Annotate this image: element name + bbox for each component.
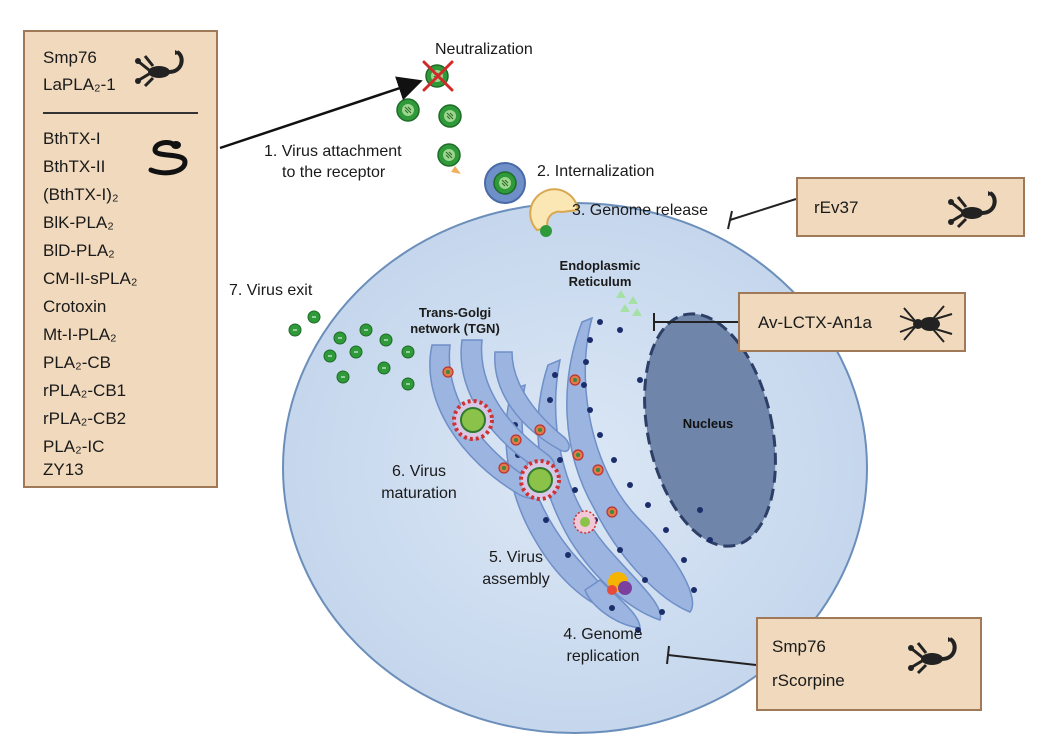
tgn-label-line1: Trans-Golgi [418,305,492,320]
toxin-label: Mt-I-PLA₂ [43,325,117,344]
toxin-label: Smp76 [772,637,826,656]
toxin-label: BlD-PLA₂ [43,241,115,260]
maturation-label-line2: maturation [381,485,457,502]
toxin-label: LaPLA₂-1 [43,75,116,94]
snake-icon [145,136,193,181]
toxin-label: rScorpine [772,671,845,690]
toxin-label: PLA₂-CB [43,353,112,372]
toxin-label: (BthTX-I)₂ [43,185,119,204]
replication-complex [607,572,632,595]
replication-inhibitor-box: Smp76 rScorpine [756,617,982,711]
extracellular-virions [396,64,462,174]
scorpion-icon [948,187,1008,234]
toxin-label: rPLA₂-CB1 [43,381,127,400]
spider-icon [896,304,956,349]
toxin-label: CM-II-sPLA₂ [43,269,138,288]
toxin-label: rPLA₂-CB2 [43,409,127,428]
attachment-label-line2: to the receptor [282,164,386,181]
tgn-label-line2: network (TGN) [410,321,500,336]
er-inhibitor-box: Av-LCTX-An1a [738,292,966,352]
nucleus [643,312,777,548]
assembly-label-line1: 5. Virus [489,549,543,566]
assembly-label-line2: assembly [482,571,550,588]
er-label-line2: Reticulum [568,274,632,289]
scorpion-icon [135,46,195,93]
toxin-label: BlK-PLA₂ [43,213,114,232]
toxin-label: Smp76 [43,48,97,67]
neutralizing-toxins-box: Smp76 LaPLA₂-1 BthTX-I BthTX-II (BthTX-I… [23,30,218,488]
uncoating-vesicle [529,188,580,237]
er-released-particles [616,290,642,316]
endosome [484,162,526,204]
replication-label-line2: replication [566,648,640,665]
internalization-label: 2. Internalization [537,163,655,180]
toxin-label: BthTX-II [43,157,106,176]
toxin-label: rEv37 [814,198,859,217]
toxin-label: Av-LCTX-An1a [758,313,873,332]
toxin-label: Crotoxin [43,297,107,316]
toxin-label: ZY13 [43,460,84,479]
er-label-line1: Endoplasmic [559,258,641,273]
toxin-label: BthTX-I [43,129,101,148]
toxin-label: PLA₂-IC [43,437,105,456]
attachment-label-line1: 1. Virus attachment [264,143,402,160]
maturing-virions [452,399,597,534]
genome-release-label: 3. Genome release [572,202,709,219]
maturation-label-line1: 6. Virus [392,463,446,480]
divider [43,112,198,114]
neutralization-arrow [219,76,423,150]
neutralized-virus-x [422,60,454,92]
genome-release-inhibitor-box: rEv37 [796,177,1025,237]
nucleus-label: Nucleus [682,416,734,431]
virus-exit-label: 7. Virus exit [229,282,313,299]
inhibition-lines [653,198,797,666]
scorpion-icon [908,633,968,680]
neutralization-label: Neutralization [435,41,533,58]
replication-label-line1: 4. Genome [563,626,643,643]
